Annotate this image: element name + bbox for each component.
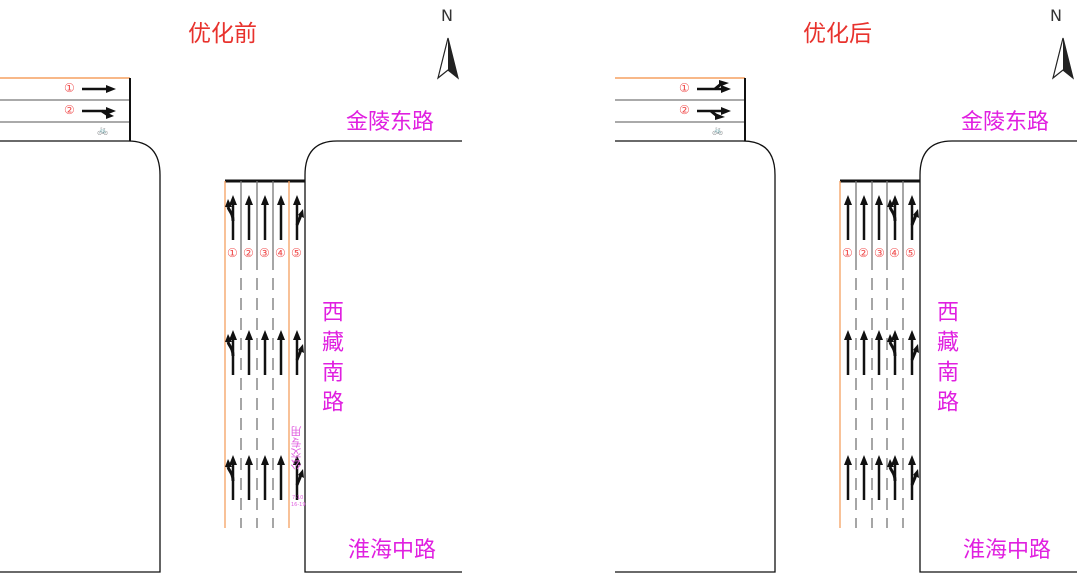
title-before: 优化前: [188, 21, 257, 47]
arrow-head: [277, 330, 285, 340]
lane-num: ②: [858, 246, 869, 260]
arrow-head: [721, 107, 731, 115]
arrow-head: [293, 195, 301, 205]
arrow-head: [860, 330, 868, 340]
arrow-head: [908, 455, 916, 465]
lane-num: ⑤: [905, 246, 916, 260]
bicycle-icon: 🚲: [712, 126, 723, 136]
lane-num: ①: [842, 246, 853, 260]
arrow-head: [245, 455, 253, 465]
road-xizang-south: 西藏南路: [933, 300, 958, 420]
left-turn-head: [887, 334, 894, 342]
left-turn-head: [719, 80, 729, 87]
arrow-head: [261, 195, 269, 205]
right-turn-head: [298, 209, 304, 218]
arrow-head: [106, 107, 116, 115]
arrow-head: [891, 455, 899, 465]
curb-east-block: [304, 140, 462, 573]
road-jinling-east: 金陵东路: [961, 110, 1050, 135]
curb-west-block: [615, 140, 776, 573]
left-turn-head: [887, 459, 894, 467]
arrow-head: [245, 195, 253, 205]
lane-num: ④: [275, 246, 286, 260]
arrow-head: [229, 455, 237, 465]
right-turn-head: [298, 344, 304, 353]
arrow-head: [844, 195, 852, 205]
right-turn-head: [715, 113, 725, 120]
arrow-head: [293, 330, 301, 340]
right-turn-head: [913, 344, 919, 353]
arrow-head: [844, 330, 852, 340]
west-lane-num: ①: [679, 81, 690, 95]
west-lane-num: ①: [64, 81, 75, 95]
left-turn-arrow: [888, 206, 897, 222]
west-lane-num: ②: [64, 103, 75, 117]
arrow-head: [860, 455, 868, 465]
bus-lane-time: 16-19: [291, 502, 306, 508]
arrow-head: [277, 455, 285, 465]
arrow-head: [261, 455, 269, 465]
arrow-head: [277, 195, 285, 205]
road-xizang-south: 西藏南路: [318, 300, 343, 420]
north-arrow-fill: [448, 38, 458, 78]
north-label: N: [441, 6, 453, 25]
left-turn-arrow: [226, 466, 235, 482]
right-turn-head: [298, 469, 304, 478]
right-turn-head: [913, 469, 919, 478]
left-turn-head: [225, 459, 232, 467]
left-turn-arrow: [226, 341, 235, 357]
road-jinling-east: 金陵东路: [346, 110, 435, 135]
right-turn-head: [913, 209, 919, 218]
arrow-head: [245, 330, 253, 340]
lane-num: ④: [889, 246, 900, 260]
curb-east-block: [919, 140, 1077, 573]
west-lane-num: ②: [679, 103, 690, 117]
arrow-head: [229, 330, 237, 340]
road-huaihai-middle: 淮海中路: [963, 538, 1052, 563]
arrow-head: [875, 330, 883, 340]
north-arrow-fill: [1063, 38, 1073, 78]
arrow-head: [844, 455, 852, 465]
left-turn-head: [225, 199, 232, 207]
lane-num: ①: [227, 246, 238, 260]
lane-num: ②: [243, 246, 254, 260]
arrow-head: [875, 455, 883, 465]
road-huaihai-middle: 淮海中路: [348, 538, 437, 563]
arrow-head: [106, 85, 116, 93]
arrow-head: [293, 455, 301, 465]
north-label: N: [1050, 6, 1062, 25]
arrow-head: [721, 85, 731, 93]
bus-lane-label: 公交专用: [290, 426, 303, 470]
lane-num: ③: [874, 246, 885, 260]
curb-west-block: [0, 140, 161, 573]
bus-lane-time: 7-10: [292, 495, 304, 501]
left-turn-arrow: [888, 341, 897, 357]
arrow-head: [908, 330, 916, 340]
lane-num: ③: [259, 246, 270, 260]
arrow-head: [908, 195, 916, 205]
left-turn-arrow: [888, 466, 897, 482]
arrow-head: [229, 195, 237, 205]
lane-num: ⑤: [291, 246, 302, 260]
left-turn-head: [887, 199, 894, 207]
arrow-head: [891, 330, 899, 340]
arrow-head: [875, 195, 883, 205]
right-turn-head: [106, 112, 114, 119]
title-after: 优化后: [803, 21, 872, 47]
left-turn-arrow: [226, 206, 235, 222]
left-turn-head: [225, 334, 232, 342]
arrow-head: [261, 330, 269, 340]
arrow-head: [860, 195, 868, 205]
arrow-head: [891, 195, 899, 205]
bicycle-icon: 🚲: [97, 126, 108, 136]
